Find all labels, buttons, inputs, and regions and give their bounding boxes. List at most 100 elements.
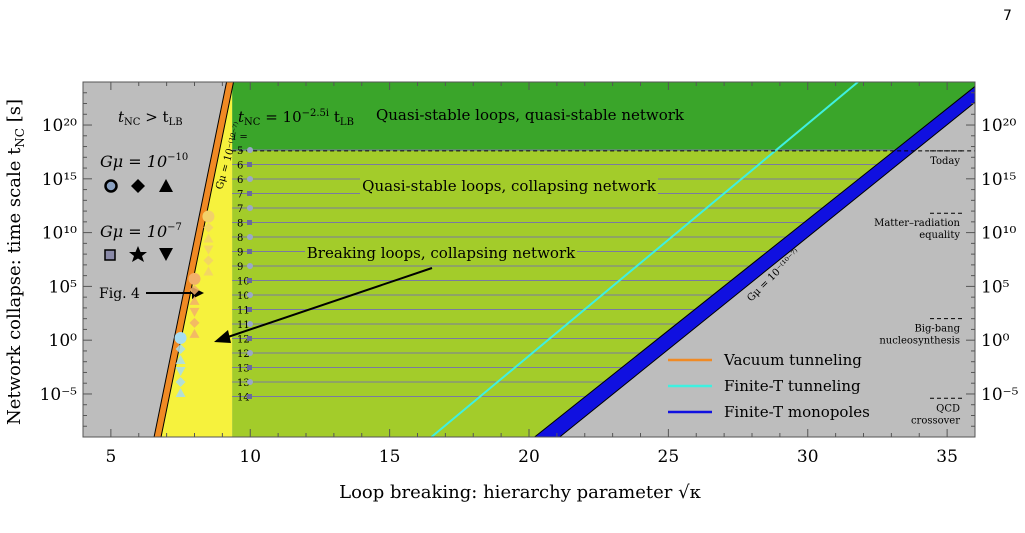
marker-circle xyxy=(174,332,187,345)
x-tick-label: 30 xyxy=(797,447,819,467)
x-tick-label: 5 xyxy=(105,447,116,467)
x-tick-label: 20 xyxy=(518,447,540,467)
marker-shape xyxy=(203,266,214,276)
svg-text:Network collapse: time scale t: Network collapse: time scale tNC [s] xyxy=(4,99,27,425)
gmu-markers xyxy=(174,210,215,398)
i-label: 12 xyxy=(237,349,250,360)
i-label: 6 xyxy=(237,175,243,186)
x-tick-label: 15 xyxy=(379,447,401,467)
finite-t-monopoles-band xyxy=(533,85,975,437)
marker-shape xyxy=(175,388,186,398)
marker-shape xyxy=(189,295,200,305)
marker-circle xyxy=(202,210,215,223)
y-axis-label-sub: NC xyxy=(13,128,27,148)
i-marker xyxy=(247,321,253,327)
i-label: 14 xyxy=(237,393,250,404)
y-tick-label-left: 10⁵ xyxy=(49,277,78,297)
marker-shape xyxy=(175,355,186,365)
plot-regions xyxy=(83,82,975,437)
i-label: 11 xyxy=(237,306,250,317)
y-tick-label-left: 10⁰ xyxy=(49,331,78,351)
y-tick-label-right: 10¹⁰ xyxy=(981,224,1016,244)
i-marker xyxy=(247,205,253,211)
event-label: equality xyxy=(919,230,960,241)
legend-label: Vacuum tunneling xyxy=(723,351,862,369)
legend-diamond-marker xyxy=(131,179,145,193)
vacuum-tunneling-band xyxy=(153,82,235,437)
marker-shape xyxy=(175,344,186,355)
i-marker xyxy=(247,278,252,283)
i-label: 13 xyxy=(237,364,250,375)
y-tick-label-left: 10²⁰ xyxy=(42,116,77,136)
i-label: 10 xyxy=(237,291,250,302)
y-tick-label-left: 10¹⁰ xyxy=(42,224,77,244)
event-label: nucleosynthesis xyxy=(879,336,960,347)
axis-ticks xyxy=(82,81,976,438)
i-marker xyxy=(247,249,252,254)
marker-shape xyxy=(203,233,214,243)
legend-circle-marker xyxy=(104,179,118,193)
i-marker xyxy=(247,379,253,385)
i-marker xyxy=(247,263,253,269)
i-equals-label: i = xyxy=(233,132,248,143)
event-label: Today xyxy=(930,156,960,167)
i-marker xyxy=(247,147,253,153)
marker-shape xyxy=(175,367,186,377)
i-label: 8 xyxy=(237,233,243,244)
region-quasi-stable-network xyxy=(232,82,975,151)
y-tick-label-right: 10⁰ xyxy=(981,331,1010,351)
gmu-legend-2-label: Gμ = 10−7 xyxy=(100,222,182,241)
marker-shape xyxy=(189,307,200,317)
marker-circle xyxy=(188,272,201,285)
region-label-collapsing-network: Quasi-stable loops, collapsing network xyxy=(362,177,657,195)
y-tick-label-left: 10¹⁵ xyxy=(42,170,77,190)
i-marker xyxy=(247,365,252,370)
i-label: 7 xyxy=(237,190,243,201)
i-label: 10 xyxy=(237,277,250,288)
legend-square-marker xyxy=(104,249,116,261)
x-tick-label: 25 xyxy=(658,447,680,467)
fig4-label: Fig. 4 xyxy=(99,286,140,302)
gmu-legend: Gμ = 10−10 Gμ = 10−7 xyxy=(100,152,188,262)
legend-star-marker xyxy=(129,246,147,262)
i-marker xyxy=(247,220,252,225)
y-tick-label-right: 10⁵ xyxy=(981,277,1010,297)
i-label: 13 xyxy=(237,378,250,389)
i-marker xyxy=(247,292,253,298)
finite-t-tunneling-line xyxy=(430,82,859,437)
page-number: 7 xyxy=(1003,8,1012,24)
legend-triangle-marker xyxy=(159,179,173,192)
x-tick-label: 35 xyxy=(936,447,958,467)
y-tick-label-left: 10⁻⁵ xyxy=(40,385,78,405)
legend-label: Finite-T tunneling xyxy=(724,377,861,395)
i-marker xyxy=(247,350,253,356)
y-tick-label-right: 10²⁰ xyxy=(981,116,1016,136)
y-axis-label-group: Network collapse: time scale tNC [s] xyxy=(4,99,27,425)
marker-shape xyxy=(203,245,214,255)
i-label: 6 xyxy=(237,161,243,172)
i-label: 12 xyxy=(237,335,250,346)
y-axis-label: Network collapse: time scale t xyxy=(4,147,25,425)
i-marker xyxy=(247,336,252,341)
i-label: 11 xyxy=(237,320,250,331)
region-label-breaking-loops: Breaking loops, collapsing network xyxy=(307,244,576,262)
event-label: Matter–radiation xyxy=(874,218,960,229)
arrow-head-breaking xyxy=(214,330,231,343)
event-label: Big-bang xyxy=(914,324,960,335)
cosmic-events: TodayMatter–radiationequalityBig-bangnuc… xyxy=(874,150,962,426)
i-marker xyxy=(247,176,253,182)
marker-shape xyxy=(203,222,214,233)
marker-shape xyxy=(189,317,200,328)
marker-shape xyxy=(175,377,186,388)
i-label: 8 xyxy=(237,219,243,230)
y-tick-label-right: 10¹⁵ xyxy=(981,170,1016,190)
gmu-legend-1-label: Gμ = 10−10 xyxy=(100,152,188,171)
region-label-quasi-stable-network: Quasi-stable loops, quasi-stable network xyxy=(376,106,685,124)
marker-shape xyxy=(203,255,214,266)
tnc-formula-label: tNC = 10−2.5i tLB xyxy=(238,108,354,128)
